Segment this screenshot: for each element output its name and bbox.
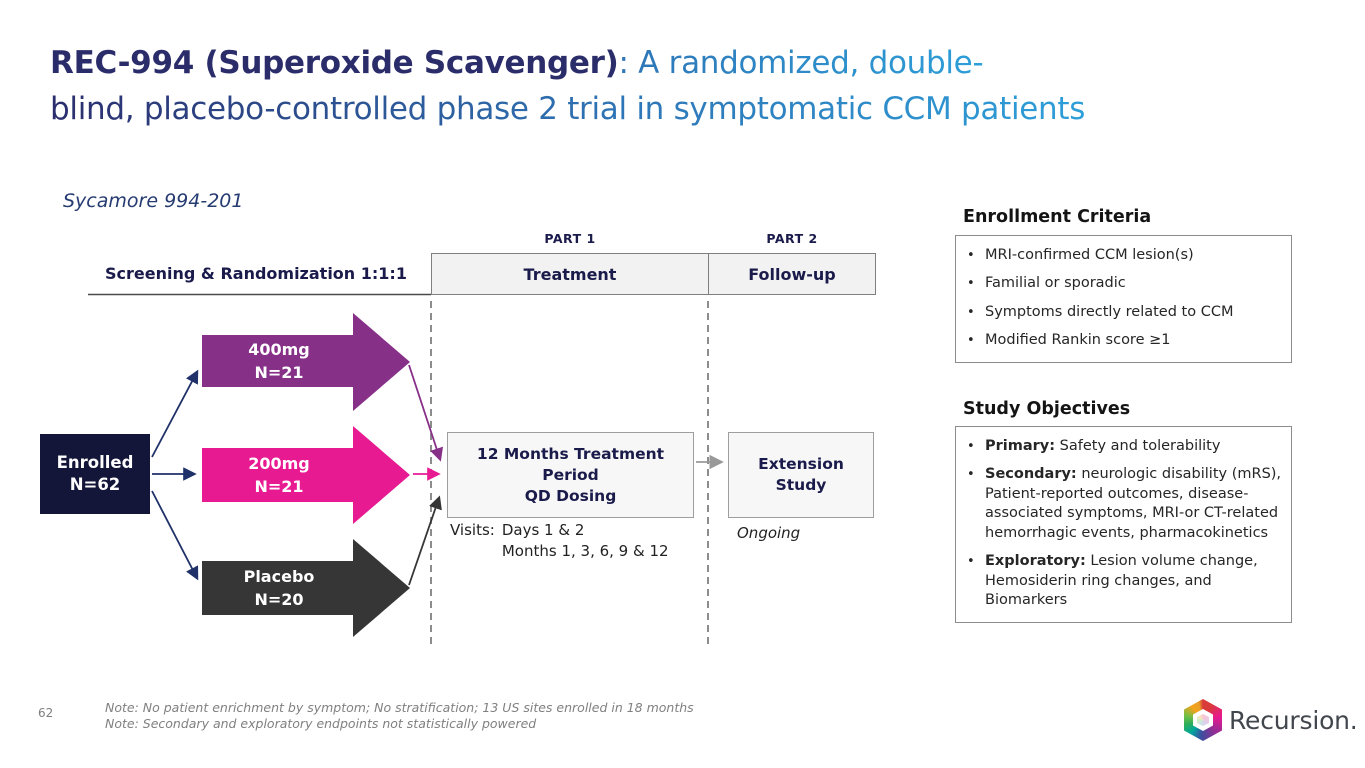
enrolled-count: N=62: [69, 475, 121, 494]
enrollment-criteria-list: MRI-confirmed CCM lesion(s) Familial or …: [956, 241, 1283, 355]
connector-placebo: [408, 495, 442, 586]
arm-arrow-400mg: [202, 313, 410, 411]
ongoing-label: Ongoing: [737, 524, 801, 542]
arm-n: N=20: [254, 590, 304, 609]
enrollment-criteria-heading: Enrollment Criteria: [963, 207, 1152, 227]
treatment-period-line2: QD Dosing: [524, 486, 617, 505]
objective-item: Primary: Safety and tolerability: [956, 432, 1283, 461]
arm-label-400mg: 400mg N=21: [205, 338, 353, 384]
enrolled-box: Enrolled N=62: [40, 434, 150, 514]
objective-text: Lesion volume change, Hemosiderin ring c…: [985, 553, 1258, 608]
arm-n: N=21: [254, 477, 304, 496]
arm-arrow-200mg: [202, 426, 410, 524]
visits-line-2: Months 1, 3, 6, 9 & 12: [501, 542, 669, 560]
randomization-arrow-top: [151, 369, 199, 458]
objective-text: Safety and tolerability: [1055, 437, 1221, 454]
objective-item: Secondary: neurologic disability (mRS), …: [956, 461, 1283, 548]
study-objectives-list: Primary: Safety and tolerability Seconda…: [956, 432, 1283, 615]
recursion-wordmark: Recursion.: [1229, 705, 1358, 735]
slide-title: REC-994 (Superoxide Scavenger): A random…: [50, 40, 1340, 132]
study-objectives-box: Primary: Safety and tolerability Seconda…: [955, 426, 1292, 623]
part2-label: PART 2: [766, 231, 818, 246]
objective-lead: Exploratory:: [985, 553, 1086, 569]
visits-note: Visits: Days 1 & 2 Months 1, 3, 6, 9 & 1…: [450, 520, 669, 562]
criteria-item: Familial or sporadic: [956, 270, 1283, 299]
criteria-item: MRI-confirmed CCM lesion(s): [956, 241, 1283, 270]
objective-text: neurologic disability (mRS), Patient-rep…: [985, 466, 1282, 541]
screening-header-label: Screening & Randomization 1:1:1: [105, 264, 407, 283]
objective-lead: Secondary:: [985, 466, 1077, 482]
title-line1-rest: : A randomized, double-: [618, 45, 984, 81]
arm-label-200mg: 200mg N=21: [205, 452, 353, 498]
study-name-label: Sycamore 994-201: [63, 190, 244, 212]
enrollment-criteria-box: MRI-confirmed CCM lesion(s) Familial or …: [955, 235, 1292, 363]
randomization-arrow-bottom: [151, 490, 199, 581]
treatment-period-box: 12 Months Treatment Period QD Dosing: [447, 432, 694, 518]
title-drug-name: REC-994 (Superoxide Scavenger): [50, 45, 619, 81]
page-number: 62: [38, 706, 54, 720]
arm-arrow-placebo: [202, 539, 410, 637]
study-objectives-heading: Study Objectives: [963, 399, 1131, 419]
criteria-item: Symptoms directly related to CCM: [956, 298, 1283, 327]
visits-label: Visits:: [450, 521, 495, 539]
objective-item: Exploratory: Lesion volume change, Hemos…: [956, 548, 1283, 616]
arm-dose: Placebo: [243, 567, 315, 586]
recursion-hexagon-icon: [1184, 699, 1222, 741]
visits-lines: Days 1 & 2 Months 1, 3, 6, 9 & 12: [502, 520, 669, 562]
footnote-line: Note: No patient enrichment by symptom; …: [105, 700, 694, 715]
arm-n: N=21: [254, 363, 304, 382]
arm-label-placebo: Placebo N=20: [205, 565, 353, 611]
arm-dose: 200mg: [248, 454, 310, 473]
treatment-header-box: Treatment: [431, 253, 709, 295]
arm-dose: 400mg: [248, 340, 310, 359]
extension-study-box: Extension Study: [728, 432, 874, 518]
criteria-item: Modified Rankin score ≥1: [956, 327, 1283, 356]
followup-header-box: Follow-up: [708, 253, 876, 295]
treatment-period-line1: 12 Months Treatment Period: [476, 444, 665, 484]
footnote-line: Note: Secondary and exploratory endpoint…: [105, 715, 537, 731]
recursion-logo: Recursion.: [1184, 699, 1358, 741]
objective-lead: Primary:: [985, 437, 1056, 454]
visits-line-1: Days 1 & 2: [501, 521, 585, 539]
connector-400mg: [408, 364, 444, 462]
part1-label: PART 1: [544, 231, 596, 246]
footnotes: Note: No patient enrichment by symptom; …: [105, 700, 694, 731]
title-line2: blind, placebo-controlled phase 2 trial …: [50, 91, 1086, 127]
enrolled-label: Enrolled: [56, 453, 134, 472]
